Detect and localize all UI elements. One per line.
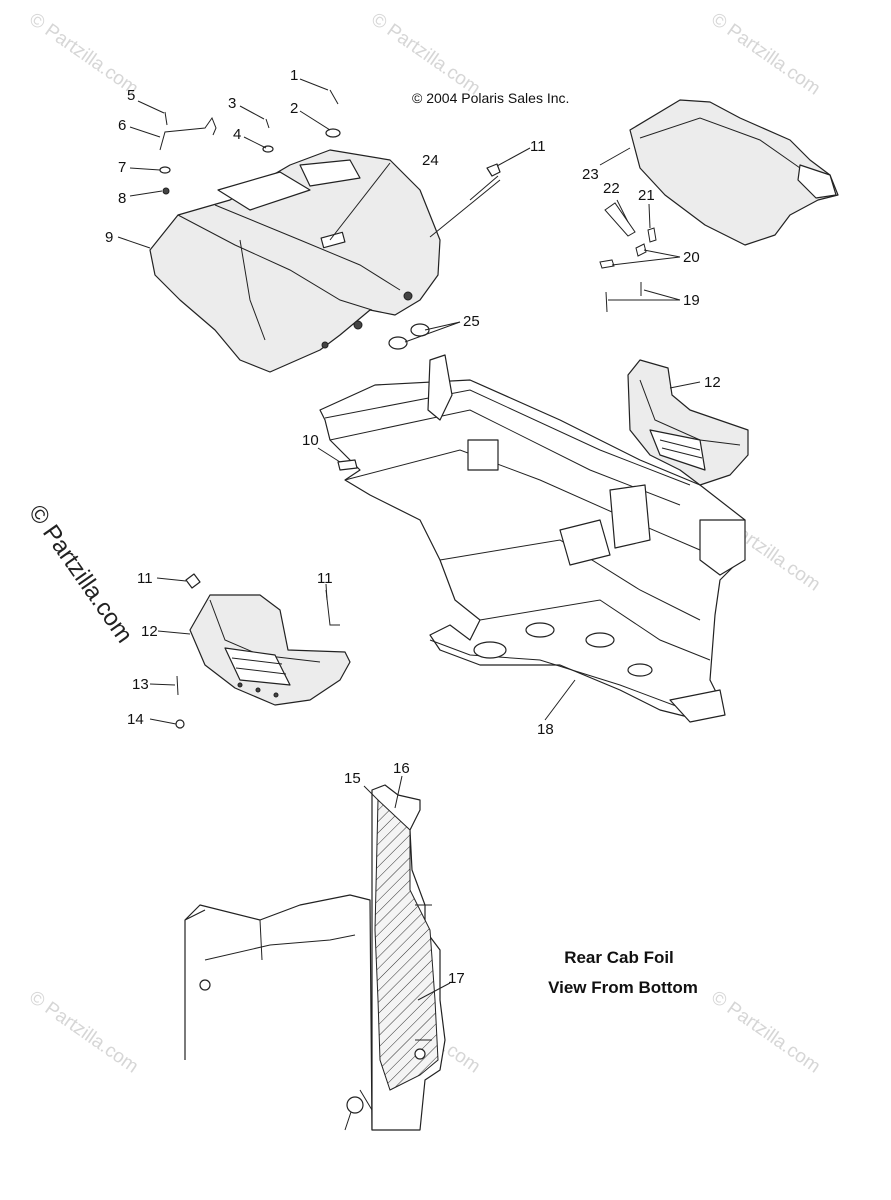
callout-11-left: 11 — [137, 570, 153, 587]
watermark-top-center: © Partzilla.com — [367, 9, 484, 100]
callout-13: 13 — [132, 676, 149, 693]
callout-17: 17 — [448, 970, 465, 987]
callout-9: 9 — [105, 229, 113, 246]
callout-11-mid: 11 — [317, 570, 333, 587]
caption-line-1: Rear Cab Foil — [564, 948, 674, 967]
seat-group — [599, 99, 839, 313]
callout-2: 2 — [290, 100, 298, 117]
rear-cab-group — [149, 89, 501, 373]
callout-12-right: 12 — [704, 374, 721, 391]
callout-8: 8 — [118, 190, 126, 207]
caption-line-2: View From Bottom — [548, 978, 698, 997]
frame-group — [319, 354, 746, 723]
leader-lines — [117, 78, 701, 1001]
callout-21: 21 — [638, 187, 655, 204]
callout-1: 1 — [290, 67, 298, 84]
copyright-text: © 2004 Polaris Sales Inc. — [412, 90, 569, 106]
callout-19: 19 — [683, 292, 700, 309]
footwell-right-part — [627, 359, 749, 486]
hatched-foil-area — [374, 798, 439, 1091]
footwell-left-part — [189, 594, 351, 706]
bottom-view-group — [184, 784, 446, 1131]
watermark-bottom-right: © Partzilla.com — [707, 987, 824, 1078]
callout-11-top: 11 — [530, 138, 546, 155]
callout-5: 5 — [127, 87, 135, 104]
callout-23: 23 — [582, 166, 599, 183]
callout-7: 7 — [118, 159, 126, 176]
callout-4: 4 — [233, 126, 241, 143]
bracket-part — [159, 116, 217, 151]
callout-12-left: 12 — [141, 623, 158, 640]
callout-3: 3 — [228, 95, 236, 112]
callout-10: 10 — [302, 432, 319, 449]
watermark-top-left: © Partzilla.com — [25, 9, 142, 100]
callout-14: 14 — [127, 711, 144, 728]
callout-15: 15 — [344, 770, 361, 787]
fender-outline — [184, 894, 373, 1131]
callout-6: 6 — [118, 117, 126, 134]
seat-part — [629, 99, 839, 246]
callout-labels: 1 2 3 4 5 6 7 8 9 10 11 11 11 12 12 13 1… — [105, 67, 721, 987]
footwell-right-group — [627, 359, 749, 486]
callout-18: 18 — [537, 721, 554, 738]
watermark-top-right: © Partzilla.com — [707, 9, 824, 100]
footwell-left-group — [175, 573, 351, 729]
callout-25: 25 — [463, 313, 480, 330]
watermark-bottom-left: © Partzilla.com — [25, 987, 142, 1078]
callout-20: 20 — [683, 249, 700, 266]
callout-16: 16 — [393, 760, 410, 777]
watermark-dark-left: © Partzilla.com — [23, 500, 138, 648]
decal-part — [337, 459, 358, 471]
callout-24: 24 — [422, 152, 439, 169]
rear-cab-part — [149, 149, 441, 373]
callout-22: 22 — [603, 180, 620, 197]
